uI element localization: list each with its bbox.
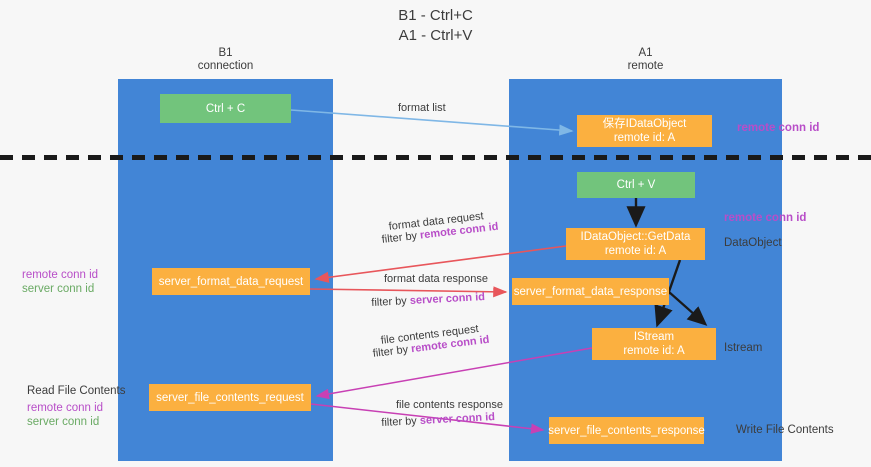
side-label-conn-id-pair-bottom: remote conn id server conn id xyxy=(27,401,103,429)
lane-header-a1-name: A1 xyxy=(638,47,653,59)
node-ctrl-v[interactable]: Ctrl + V xyxy=(577,172,695,198)
edge-label-format-list: format list xyxy=(398,102,446,114)
lane-header-b1: B1 connection xyxy=(118,47,333,73)
node-ctrl-c[interactable]: Ctrl + C xyxy=(160,94,291,123)
phase-divider xyxy=(0,155,871,160)
lane-header-b1-name: B1 xyxy=(218,47,233,59)
side-label-conn-id-pair-top: remote conn id server conn id xyxy=(22,268,98,296)
node-idataobject-getdata[interactable]: IDataObject::GetData remote id: A xyxy=(566,228,705,260)
node-istream[interactable]: IStream remote id: A xyxy=(592,328,716,360)
lane-header-a1-subtitle: remote xyxy=(627,60,664,72)
side-label-istream: Istream xyxy=(724,342,763,354)
filter-prefix: filter by xyxy=(372,343,412,360)
side-label-read-file-contents: Read File Contents xyxy=(27,385,126,397)
side-label-remote-conn-id-left: remote conn id xyxy=(22,269,99,281)
node-istream-sublabel: remote id: A xyxy=(623,345,685,357)
node-save-idataobject[interactable]: 保存IDataObject remote id: A xyxy=(577,115,712,147)
node-server-file-contents-request-label: server_file_contents_request xyxy=(156,391,304,404)
edge-label-format-data-response: format data response xyxy=(384,273,488,285)
node-save-idataobject-label: 保存IDataObject xyxy=(602,118,687,130)
side-label-server-conn-id-left-2: server conn id xyxy=(27,416,100,428)
title-line-2: A1 - Ctrl+V xyxy=(398,27,473,44)
edge-label-file-contents-response: file contents response xyxy=(396,399,504,411)
side-label-write-file-contents: Write File Contents xyxy=(736,424,834,436)
node-ctrl-v-label: Ctrl + V xyxy=(616,179,656,191)
side-label-remote-conn-id-top: remote conn id xyxy=(737,122,820,134)
page-title: B1 - Ctrl+C A1 - Ctrl+V xyxy=(0,6,871,46)
node-save-idataobject-sublabel: remote id: A xyxy=(613,132,676,144)
title-line-1: B1 - Ctrl+C xyxy=(398,7,473,24)
filter-key-server-conn-id: server conn id xyxy=(409,291,486,307)
node-server-format-data-request[interactable]: server_format_data_request xyxy=(152,268,310,295)
side-label-remote-conn-id-left-2: remote conn id xyxy=(27,402,104,414)
filter-key-server-conn-id: server conn id xyxy=(419,411,496,427)
lane-header-b1-subtitle: connection xyxy=(197,60,254,72)
lane-header-a1: A1 remote xyxy=(509,47,782,73)
edge-label-format-data-response-filter: filter by server conn id xyxy=(371,290,485,311)
filter-prefix: filter by xyxy=(381,414,421,429)
node-server-format-data-request-label: server_format_data_request xyxy=(158,275,304,288)
node-server-file-contents-response-label: server_file_contents_response xyxy=(548,424,705,437)
side-label-server-conn-id-left: server conn id xyxy=(22,283,95,295)
filter-prefix: filter by xyxy=(371,294,411,309)
node-server-file-contents-response[interactable]: server_file_contents_response xyxy=(548,417,705,444)
edge-label-file-contents-response-filter: filter by server conn id xyxy=(381,410,495,431)
node-server-format-data-response[interactable]: server_format_data_response xyxy=(512,278,669,305)
node-server-file-contents-request[interactable]: server_file_contents_request xyxy=(149,384,311,411)
node-ctrl-c-label: Ctrl + C xyxy=(205,102,246,115)
node-idataobject-getdata-label: IDataObject::GetData xyxy=(580,231,691,243)
side-label-remote-conn-id-mid: remote conn id xyxy=(724,212,807,224)
node-idataobject-getdata-sublabel: remote id: A xyxy=(604,245,667,257)
node-istream-label: IStream xyxy=(633,331,675,343)
node-server-format-data-response-label: server_format_data_response xyxy=(513,285,668,298)
filter-prefix: filter by xyxy=(381,229,421,246)
side-label-dataobject: DataObject xyxy=(724,237,782,249)
